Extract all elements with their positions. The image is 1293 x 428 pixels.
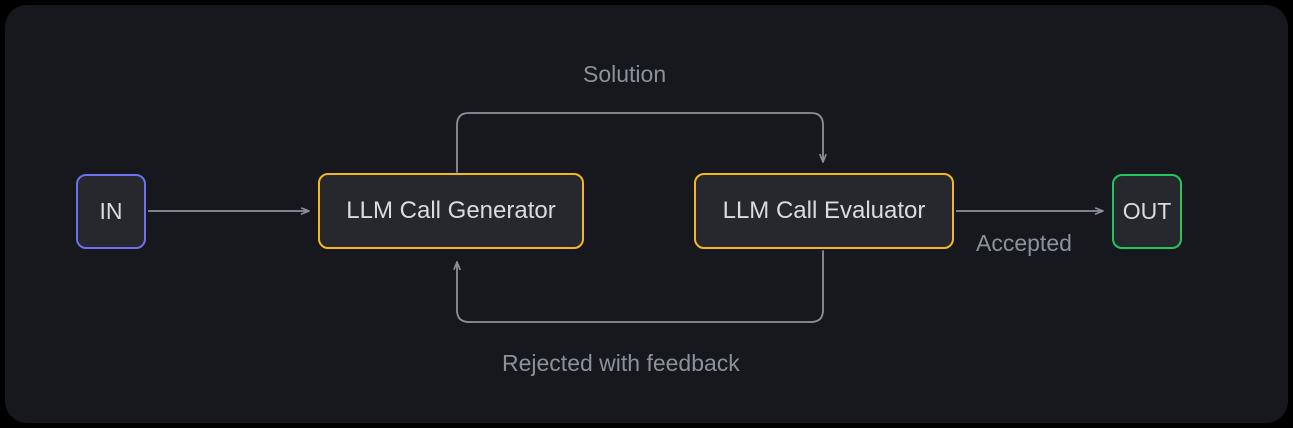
edge-label-rejected-with-feedback: Rejected with feedback — [502, 350, 740, 376]
diagram-panel — [5, 5, 1288, 423]
node-llm-call-evaluator[interactable]: LLM Call Evaluator — [694, 173, 954, 249]
edge-label-solution: Solution — [583, 61, 667, 87]
node-out[interactable]: OUT — [1112, 174, 1182, 249]
edge-evaluator-to-generator — [457, 250, 824, 323]
node-in-label: IN — [99, 198, 123, 224]
node-in[interactable]: IN — [76, 174, 146, 249]
edge-label-accepted: Accepted — [976, 230, 1072, 256]
node-out-label: OUT — [1122, 198, 1172, 224]
node-generator-label: LLM Call Generator — [346, 197, 556, 224]
edge-generator-to-evaluator — [456, 112, 823, 173]
node-evaluator-label: LLM Call Evaluator — [722, 197, 926, 224]
node-llm-call-generator[interactable]: LLM Call Generator — [318, 173, 584, 249]
